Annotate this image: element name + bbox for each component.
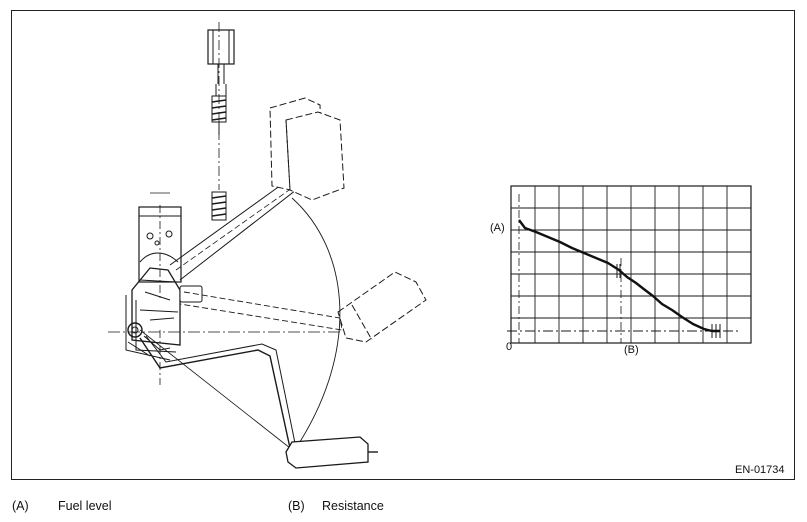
graph-y-label: (A) xyxy=(490,222,505,234)
legend-key-b: (B) xyxy=(288,499,305,513)
figure-frame xyxy=(11,10,795,480)
graph-origin-label: 0 xyxy=(506,341,513,353)
legend-text-b: Resistance xyxy=(322,499,384,513)
float-upper xyxy=(269,97,345,201)
legend-key-a: (A) xyxy=(12,499,29,513)
connector-plug xyxy=(207,29,235,135)
float-arm-middle xyxy=(179,291,343,331)
float-middle xyxy=(337,271,427,343)
wire-sleeve xyxy=(211,191,227,221)
sender-body xyxy=(125,192,203,361)
graph-axes xyxy=(507,194,740,343)
legend: (A) Fuel level (B) Resistance xyxy=(0,496,807,516)
legend-text-a: Fuel level xyxy=(58,499,112,513)
resistance-graph xyxy=(507,185,752,344)
float-sweep-arc xyxy=(291,197,341,449)
graph-x-label: (B) xyxy=(624,344,639,356)
float-rod xyxy=(139,329,297,449)
figure-id: EN-01734 xyxy=(735,464,785,476)
float-arm-upper xyxy=(169,179,297,281)
graph-grid xyxy=(510,185,752,344)
float-lower xyxy=(285,436,378,469)
resistance-curve xyxy=(518,219,720,333)
